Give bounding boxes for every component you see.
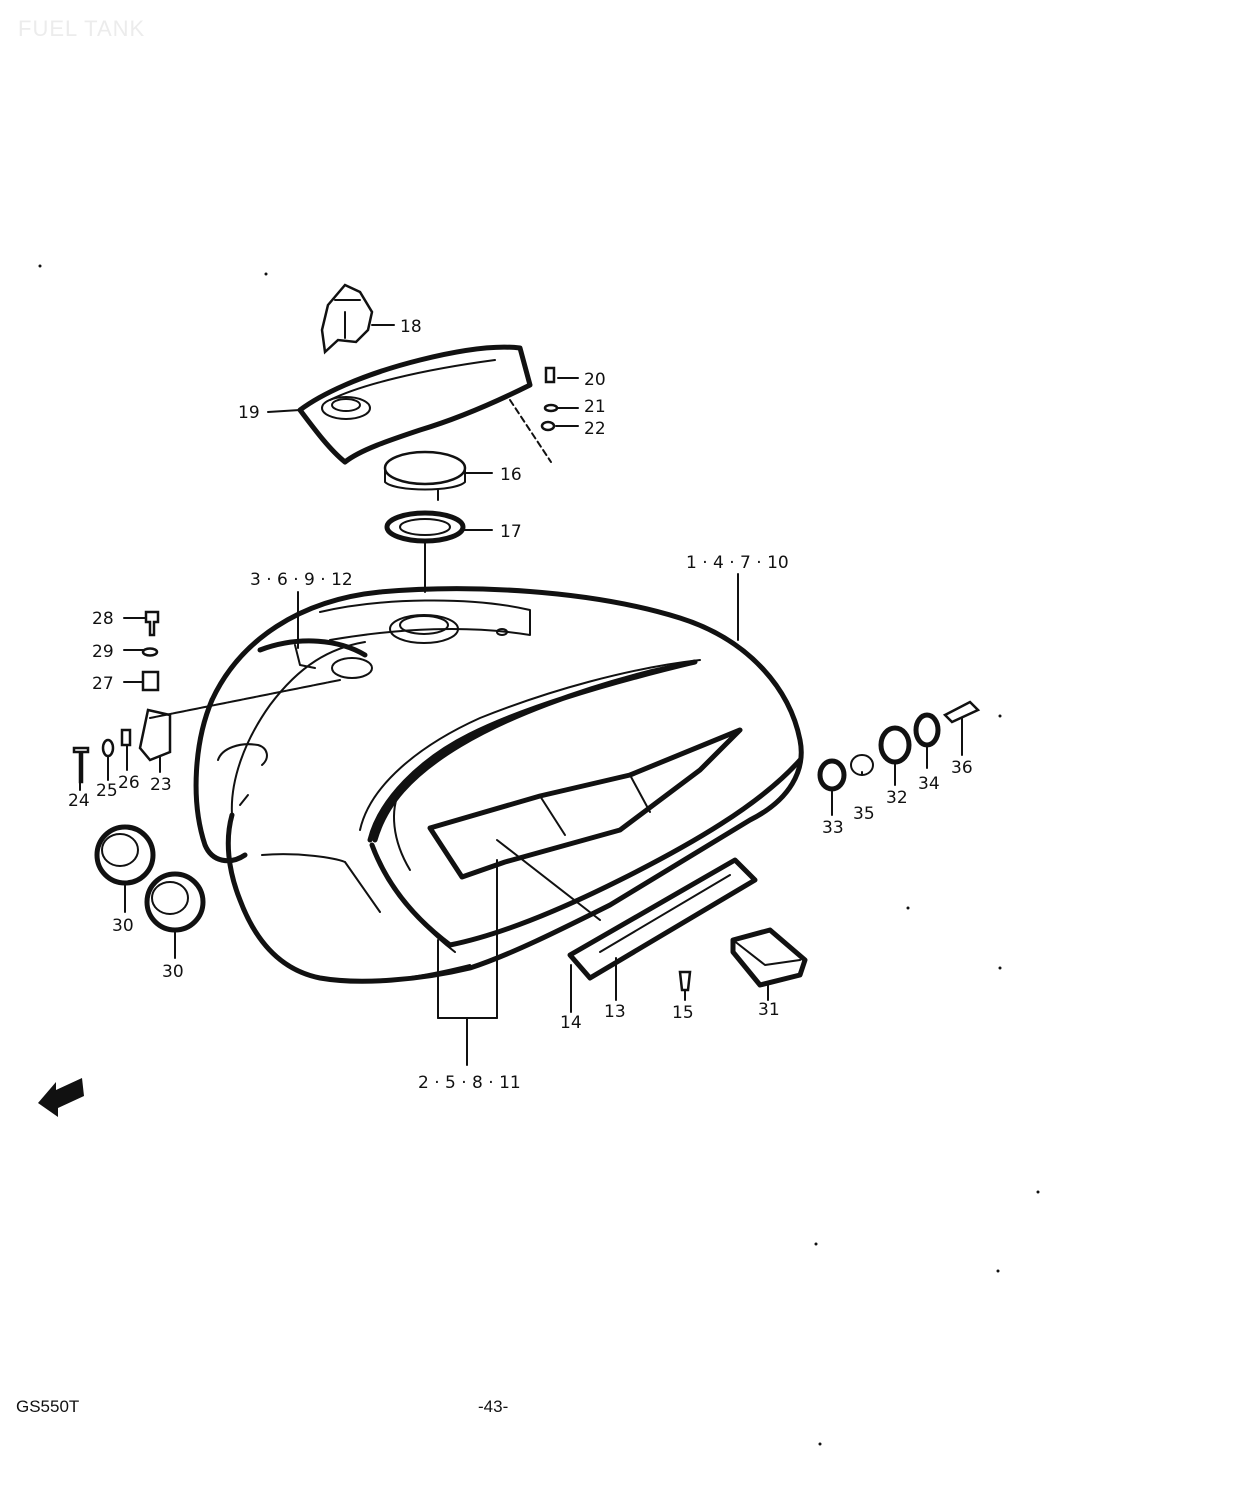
callout-19: 19 — [238, 403, 260, 423]
front-direction-arrow-icon — [38, 1078, 84, 1117]
callout-34: 34 — [918, 774, 940, 794]
side-fastener-parts — [72, 610, 341, 933]
callout-22: 22 — [584, 419, 606, 439]
callout-31: 31 — [758, 1000, 780, 1020]
callout-28: 28 — [92, 609, 114, 629]
page-title: FUEL TANK — [18, 16, 146, 41]
page-number: -43- — [478, 1397, 509, 1416]
callout-15: 15 — [672, 1003, 694, 1023]
emblem-parts — [567, 857, 808, 992]
callout-18: 18 — [400, 317, 422, 337]
scan-specks — [38, 264, 1040, 1446]
callout-17: 17 — [500, 522, 522, 542]
callout-23: 23 — [150, 775, 172, 795]
model-code: GS550T — [16, 1397, 80, 1416]
callout-16: 16 — [500, 465, 522, 485]
callout-26: 26 — [118, 773, 140, 793]
callout-27: 27 — [92, 674, 114, 694]
callout-36: 36 — [951, 758, 973, 778]
callout-29: 29 — [92, 642, 114, 662]
callout-33: 33 — [822, 818, 844, 838]
callout-21: 21 — [584, 397, 606, 417]
callout-24: 24 — [68, 791, 90, 811]
leader-lines — [79, 324, 963, 1066]
fuel-tank-body — [193, 586, 804, 984]
callout-30-lower: 30 — [162, 962, 184, 982]
callout-13: 13 — [604, 1002, 626, 1022]
callout-32: 32 — [886, 788, 908, 808]
callout-30-upper: 30 — [112, 916, 134, 936]
callout-25: 25 — [96, 781, 118, 801]
callout-20: 20 — [584, 370, 606, 390]
callout-2-5-8-11: 2 · 5 · 8 · 11 — [418, 1073, 521, 1093]
callout-labels: 18 19 20 21 22 16 17 3 · 6 · 9 · 12 1 · … — [68, 317, 973, 1093]
callout-35: 35 — [853, 804, 875, 824]
callout-14: 14 — [560, 1013, 582, 1033]
callout-3-6-9-12: 3 · 6 · 9 · 12 — [250, 570, 353, 590]
filler-cover-assembly — [297, 283, 559, 544]
callout-1-4-7-10: 1 · 4 · 7 · 10 — [686, 553, 789, 573]
